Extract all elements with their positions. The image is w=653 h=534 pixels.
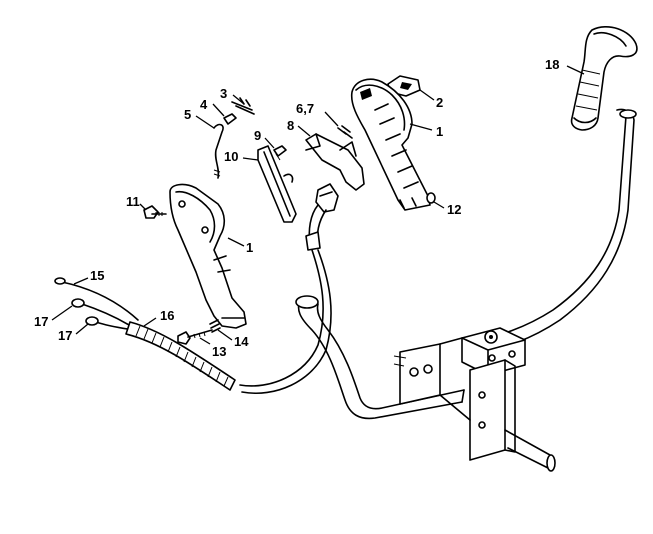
callout-labels: 18 2 1 3 4 5 6,7 8 9 10 11 12 1 15 16 17…	[34, 57, 559, 359]
nut-12	[426, 192, 436, 204]
callout-14: 14	[234, 334, 249, 349]
callout-4: 4	[200, 97, 208, 112]
small-screw-4	[223, 113, 237, 125]
callout-15: 15	[90, 268, 104, 283]
callout-6-7: 6,7	[296, 101, 314, 116]
wiring-harness	[54, 277, 236, 391]
wire-clip	[213, 123, 224, 179]
callout-18: 18	[545, 57, 559, 72]
callout-2: 2	[436, 95, 443, 110]
small-screw-9	[273, 145, 287, 161]
callout-10: 10	[224, 149, 238, 164]
callout-12: 12	[447, 202, 461, 217]
throttle-cable	[239, 183, 339, 394]
spring-pin	[337, 125, 353, 139]
callout-3: 3	[220, 86, 227, 101]
contact-spring	[231, 97, 255, 115]
handle-grip	[570, 26, 638, 131]
callout-16: 16	[160, 308, 174, 323]
housing-half-left	[169, 183, 247, 329]
throttle-trigger	[305, 133, 365, 191]
callout-1-right: 1	[436, 124, 443, 139]
callout-11: 11	[126, 194, 140, 209]
leader-lines	[51, 65, 585, 345]
callout-8: 8	[287, 118, 294, 133]
callout-1-left: 1	[246, 240, 253, 255]
callout-9: 9	[254, 128, 261, 143]
screw-11	[143, 205, 167, 219]
callout-5: 5	[184, 107, 191, 122]
housing-half-right	[350, 78, 431, 211]
callout-13: 13	[212, 344, 226, 359]
callout-17-upper: 17	[34, 314, 48, 329]
spring-14	[209, 319, 221, 333]
handlebar-clamp	[393, 327, 556, 472]
callout-17-lower: 17	[58, 328, 72, 343]
screw-13	[177, 329, 213, 345]
lever-plate	[257, 145, 297, 223]
